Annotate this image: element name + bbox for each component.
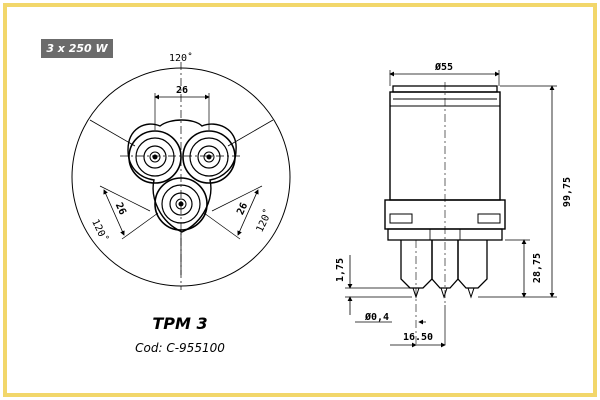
nozzle-side-left (400, 240, 433, 289)
three-lobe-body (127, 119, 237, 233)
label-dim-left: 26 (113, 201, 128, 217)
label-height-lower: 28,75 (532, 253, 543, 283)
label-angle-right: 120˚ (254, 207, 275, 234)
top-view (71, 62, 291, 290)
nozzle-side-right (457, 240, 488, 289)
label-height-total: 99,75 (562, 177, 573, 207)
label-diameter-top: Ø55 (434, 61, 453, 73)
model-title: TPM 3 (152, 314, 208, 333)
power-badge: 3 x 250 W (41, 39, 113, 58)
dim-line-right (237, 189, 259, 236)
dim-line-left (103, 189, 125, 236)
label-tip-spacing: 16.50 (403, 332, 433, 343)
side-view (345, 70, 557, 348)
model-code: Cod: C-955100 (135, 341, 225, 355)
nozzle-left (128, 130, 182, 184)
nozzle-bottom (154, 177, 208, 231)
label-tip-diameter: Ø0,4 (364, 311, 389, 323)
angle-leader-right (227, 119, 274, 147)
label-angle-top: 120˚ (169, 52, 193, 64)
label-tip-height: 1,75 (335, 258, 346, 282)
nozzle-right (182, 130, 236, 184)
label-dim-top: 26 (176, 85, 188, 96)
angle-leader-left (89, 119, 136, 147)
label-dim-right: 26 (235, 201, 250, 217)
